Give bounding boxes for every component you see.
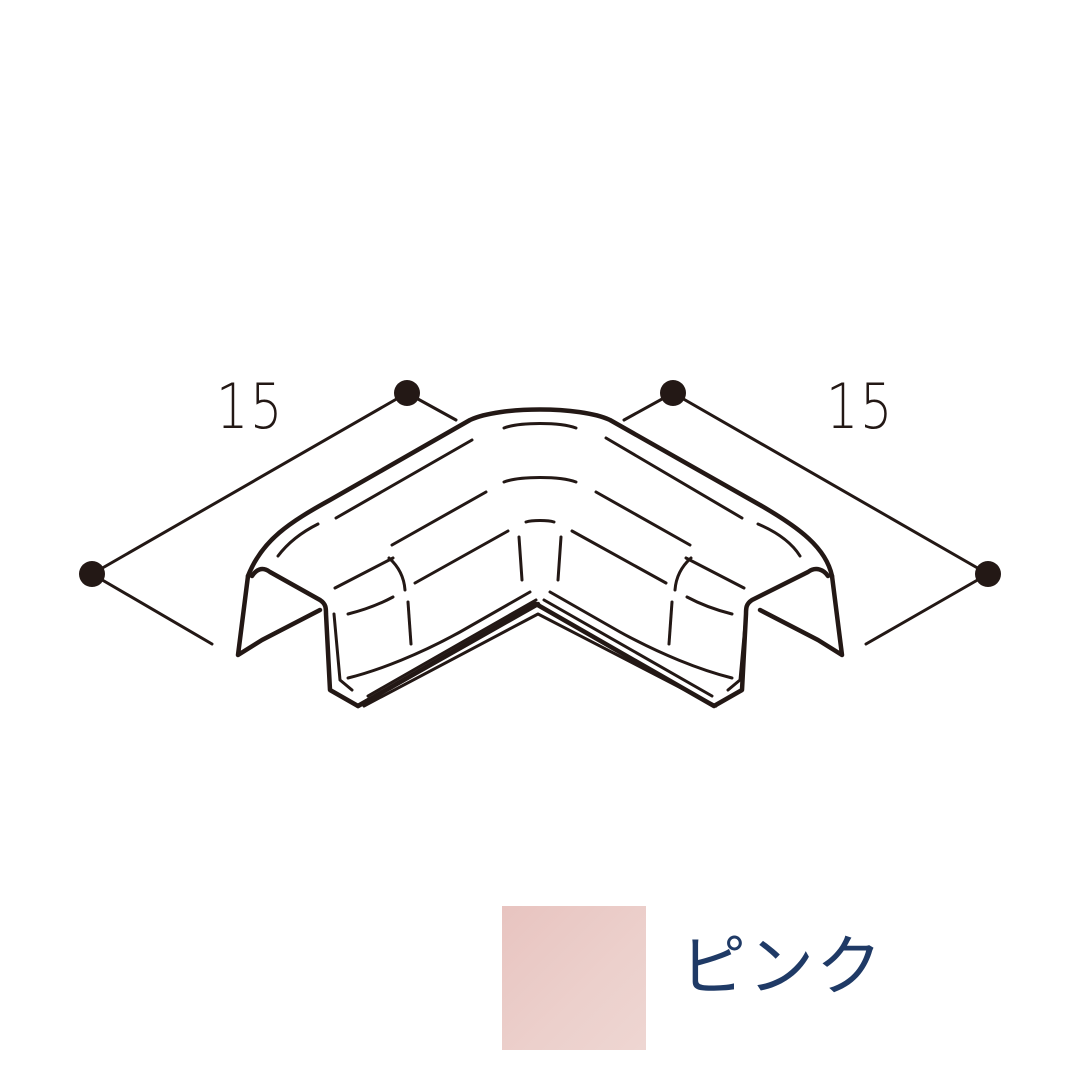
color-name-label: ピンク: [680, 928, 884, 1005]
part-outline: [235, 407, 845, 709]
dimension-label-left: 15: [216, 370, 284, 443]
dimension-lines: [90, 391, 990, 646]
dimension-label-right: 15: [826, 370, 894, 443]
dimension-endpoints: [79, 380, 1001, 587]
color-swatch: [502, 906, 646, 1050]
part-inner-lines: [276, 422, 802, 708]
